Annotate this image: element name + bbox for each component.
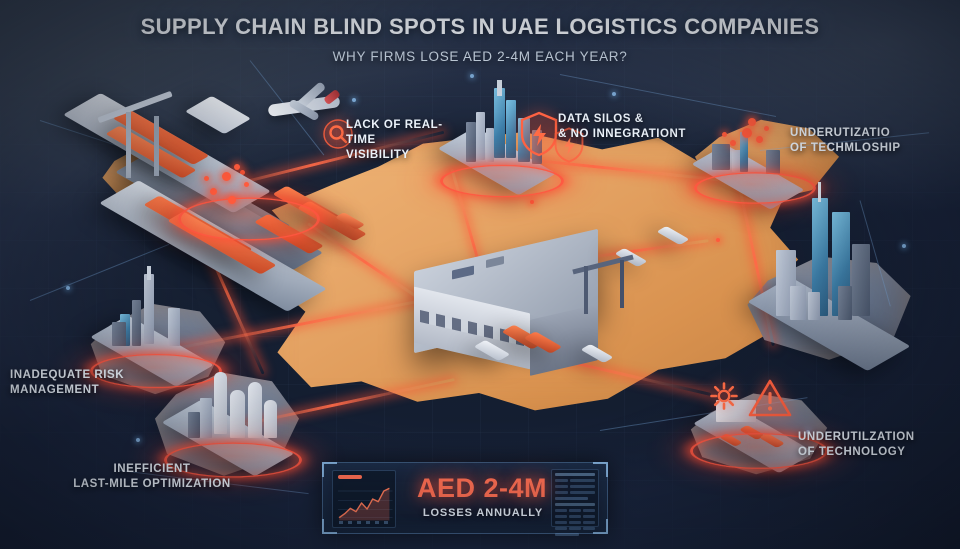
header: SUPPLY CHAIN BLIND SPOTS IN UAE LOGISTIC… bbox=[0, 14, 960, 64]
callout-inadequate-risk: INADEQUATE RISK MANAGEMENT bbox=[10, 369, 125, 397]
warning-triangle-icon bbox=[748, 379, 792, 417]
page-title: SUPPLY CHAIN BLIND SPOTS IN UAE LOGISTIC… bbox=[140, 14, 820, 39]
callout-last-mile: INEFFICIENT LAST-MILE OPTIMIZATION bbox=[73, 463, 231, 491]
losses-figure: AED 2-4M bbox=[416, 473, 548, 503]
callout-data-silos: DATA SILOS & & NO INNEGRATIONT bbox=[558, 113, 686, 141]
losses-summary-banner: AED 2-4M LOSSES ANNUALLY bbox=[322, 462, 608, 536]
callout-underutilization-tech-bottom: UNDERUTILZATION OF TECHNOLOGY bbox=[798, 431, 915, 459]
losses-trend-chart bbox=[332, 470, 396, 528]
losses-figure-label: LOSSES ANNUALLY bbox=[422, 507, 544, 519]
page-subtitle: WHY FIRMS LOSE AED 2-4M EACH YEAR? bbox=[332, 49, 628, 64]
callout-underutilization-tech-top: UNDERUTIZATIO OF TECHMLOSHIP bbox=[790, 127, 901, 155]
callout-lack-of-visibility: LACK OF REAL-TIME VISIBILITY bbox=[346, 119, 443, 162]
coastal-island-west bbox=[102, 142, 216, 208]
gear-icon bbox=[710, 382, 738, 410]
